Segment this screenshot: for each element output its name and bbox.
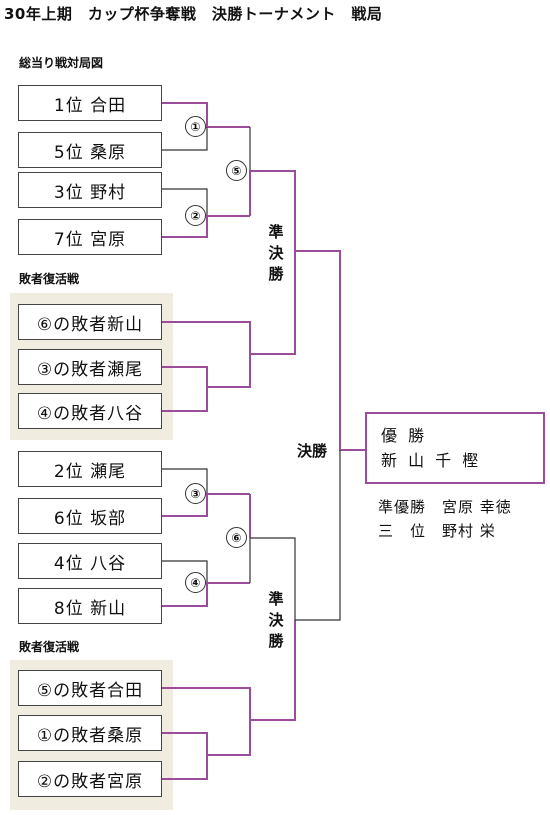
player-box-p6: 6位 坂部 bbox=[18, 498, 162, 534]
bracket-line bbox=[249, 170, 296, 251]
player-box-r4: ⑤の敗者合田 bbox=[18, 670, 162, 706]
bracket-line bbox=[162, 215, 250, 238]
player-box-p8: 8位 新山 bbox=[18, 588, 162, 624]
match-number-2: ② bbox=[185, 205, 206, 226]
champion-name: 新 山 千 樫 bbox=[381, 451, 482, 470]
bracket-line bbox=[162, 387, 208, 412]
champion-box: 優 勝 新 山 千 樫 bbox=[365, 412, 545, 484]
player-box-p3: 3位 野村 bbox=[18, 172, 162, 208]
bracket-line bbox=[295, 250, 365, 451]
bracket-line bbox=[162, 582, 250, 607]
match-number-1: ① bbox=[185, 116, 206, 137]
match-number-5: ⑤ bbox=[226, 160, 247, 181]
match-number-6: ⑥ bbox=[226, 527, 247, 548]
match-number-3: ③ bbox=[185, 483, 206, 504]
player-box-r5: ①の敗者桑原 bbox=[18, 715, 162, 751]
section-label-repechage-2: 敗者復活戦 bbox=[19, 640, 80, 654]
player-box-p7: 4位 八谷 bbox=[18, 543, 162, 579]
player-box-p4: 7位 宮原 bbox=[18, 219, 162, 255]
match-number-4: ④ bbox=[185, 572, 206, 593]
bracket-line bbox=[295, 450, 341, 621]
bracket-line bbox=[162, 354, 251, 388]
bracket-line bbox=[162, 468, 208, 494]
bracket-line bbox=[162, 127, 208, 151]
bracket-line bbox=[162, 102, 250, 128]
player-box-p5: 2位 瀬尾 bbox=[18, 451, 162, 487]
bracket-line bbox=[162, 560, 208, 583]
player-box-r1: ⑥の敗者新山 bbox=[18, 304, 162, 340]
final-label: 決勝 bbox=[297, 440, 328, 461]
player-box-p1: 1位 合田 bbox=[18, 85, 162, 121]
bracket-line bbox=[162, 188, 208, 216]
third-place: 三 位 野村 栄 bbox=[378, 522, 496, 540]
section-label-round-robin: 総当り戦対局図 bbox=[19, 56, 104, 70]
semifinal-label-top: 準決勝 bbox=[265, 222, 287, 285]
player-box-r3: ④の敗者八谷 bbox=[18, 393, 162, 429]
player-box-r6: ②の敗者宮原 bbox=[18, 761, 162, 797]
section-label-repechage-1: 敗者復活戦 bbox=[19, 272, 80, 286]
player-box-r2: ③の敗者瀬尾 bbox=[18, 349, 162, 385]
runner-up: 準優勝 宮原 幸徳 bbox=[378, 498, 512, 516]
bracket-line bbox=[250, 537, 296, 620]
page-title: 30年上期 カップ杯争奪戦 決勝トーナメント 戦局 bbox=[4, 5, 383, 23]
champion-label: 優 勝 bbox=[381, 426, 428, 445]
semifinal-label-bottom: 準決勝 bbox=[265, 589, 287, 652]
bracket-line bbox=[162, 720, 251, 756]
player-box-p2: 5位 桑原 bbox=[18, 132, 162, 168]
bracket-line bbox=[162, 755, 208, 780]
bracket-line bbox=[162, 493, 250, 517]
